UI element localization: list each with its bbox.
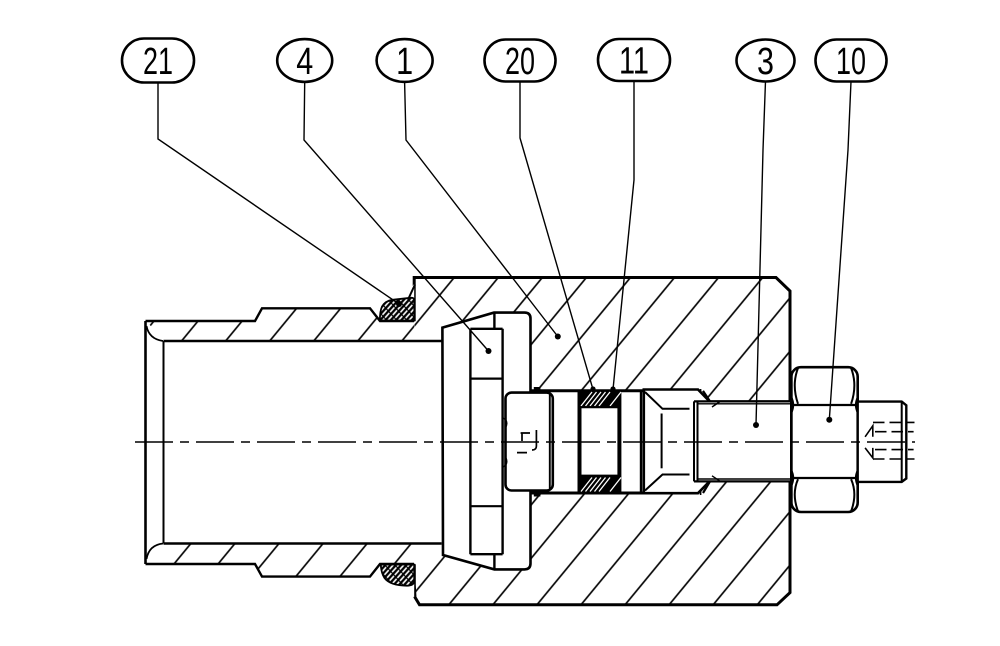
svg-text:10: 10 [836,41,866,83]
svg-text:21: 21 [143,41,173,83]
svg-text:1: 1 [396,41,413,83]
svg-text:11: 11 [619,41,649,83]
svg-text:4: 4 [296,41,313,83]
svg-text:3: 3 [757,41,774,83]
svg-text:20: 20 [505,41,535,83]
